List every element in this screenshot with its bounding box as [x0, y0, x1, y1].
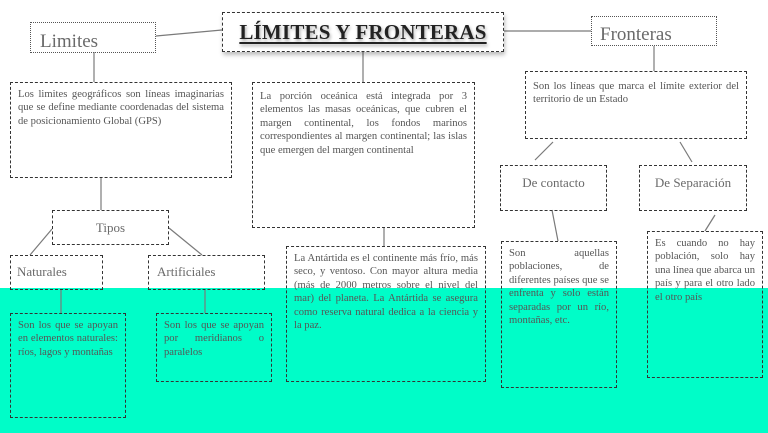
naturales-label: Naturales	[17, 264, 67, 279]
separacion-node: De Separación	[639, 165, 747, 211]
tipos-node: Tipos	[52, 210, 169, 245]
teal-overlay-band	[0, 288, 768, 433]
fronteras-node: Fronteras	[591, 16, 717, 46]
artificiales-node: Artificiales	[148, 255, 265, 290]
limites-description-box: Los limites geográficos son líneas imagi…	[10, 82, 232, 178]
title-box: LÍMITES Y FRONTERAS	[222, 12, 504, 52]
limites-label: Limites	[40, 31, 99, 52]
naturales-description-box: Son los que se apoyan en elementos natur…	[10, 313, 126, 418]
contacto-description: Son aquellas poblaciones, de diferentes …	[509, 248, 609, 327]
separacion-label: De Separación	[654, 175, 732, 190]
separacion-description-box: Es cuando no hay población, solo hay una…	[647, 231, 763, 378]
antarctica-box: La Antártida es el continente más frío, …	[286, 246, 486, 382]
contacto-description-box: Son aquellas poblaciones, de diferentes …	[501, 241, 617, 388]
page-title: LÍMITES Y FRONTERAS	[239, 19, 487, 44]
limites-description: Los limites geográficos son líneas imagi…	[18, 89, 224, 127]
naturales-node: Naturales	[10, 255, 103, 290]
limites-node: Limites	[30, 22, 156, 53]
contacto-node: De contacto	[500, 165, 607, 211]
contacto-label: De contacto	[522, 175, 585, 190]
artificiales-description: Son los que se apoyan por meridianos o p…	[164, 320, 264, 358]
oceanic-portion-box: La porción oceánica está integrada por 3…	[252, 82, 475, 228]
fronteras-description: Son los líneas que marca el límite exter…	[533, 81, 739, 106]
antarctica-text: La Antártida es el continente más frío, …	[294, 253, 478, 332]
oceanic-portion-text: La porción oceánica está integrada por 3…	[260, 91, 467, 156]
separacion-description: Es cuando no hay población, solo hay una…	[655, 238, 755, 303]
tipos-label: Tipos	[95, 220, 126, 235]
fronteras-label: Fronteras	[600, 24, 672, 45]
naturales-description: Son los que se apoyan en elementos natur…	[18, 320, 118, 358]
fronteras-description-box: Son los líneas que marca el límite exter…	[525, 71, 747, 139]
artificiales-description-box: Son los que se apoyan por meridianos o p…	[156, 313, 272, 382]
artificiales-label: Artificiales	[157, 264, 216, 279]
